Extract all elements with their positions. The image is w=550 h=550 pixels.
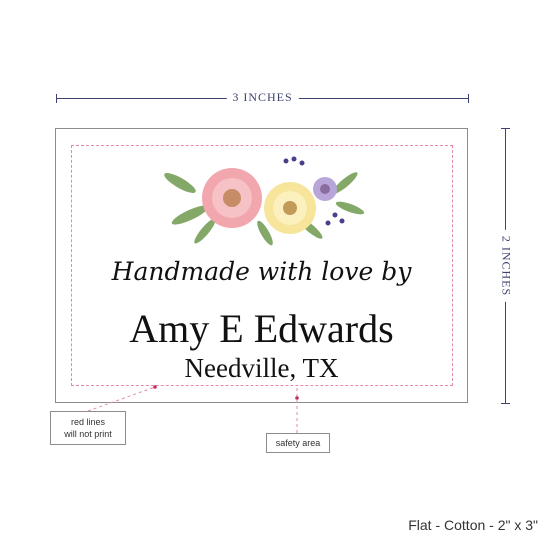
label-location: Needville, TX [184,353,339,383]
label-preview: Handmade with love by Amy E Edwards Need… [55,128,468,403]
floral-bouquet-image [164,156,365,246]
red-lines-callout-line1: red lines [70,417,106,427]
width-dimension-tick-right [468,94,469,103]
width-dimension-label: 3 INCHES [226,90,299,105]
height-dimension: 2 INCHES [496,128,516,404]
label-name: Amy E Edwards [129,306,394,351]
label-tagline: Handmade with love by [111,257,412,286]
product-caption: Flat - Cotton - 2" x 3" [408,517,538,533]
width-dimension: 3 INCHES [56,89,469,109]
red-lines-callout: red lines will not print [50,411,126,445]
height-dimension-tick-bottom [501,403,510,404]
red-lines-callout-line2: will not print [64,429,112,439]
safety-area-outline [71,145,453,386]
safety-area-callout: safety area [266,433,330,453]
height-dimension-tick-top [501,128,510,129]
width-dimension-tick-left [56,94,57,103]
